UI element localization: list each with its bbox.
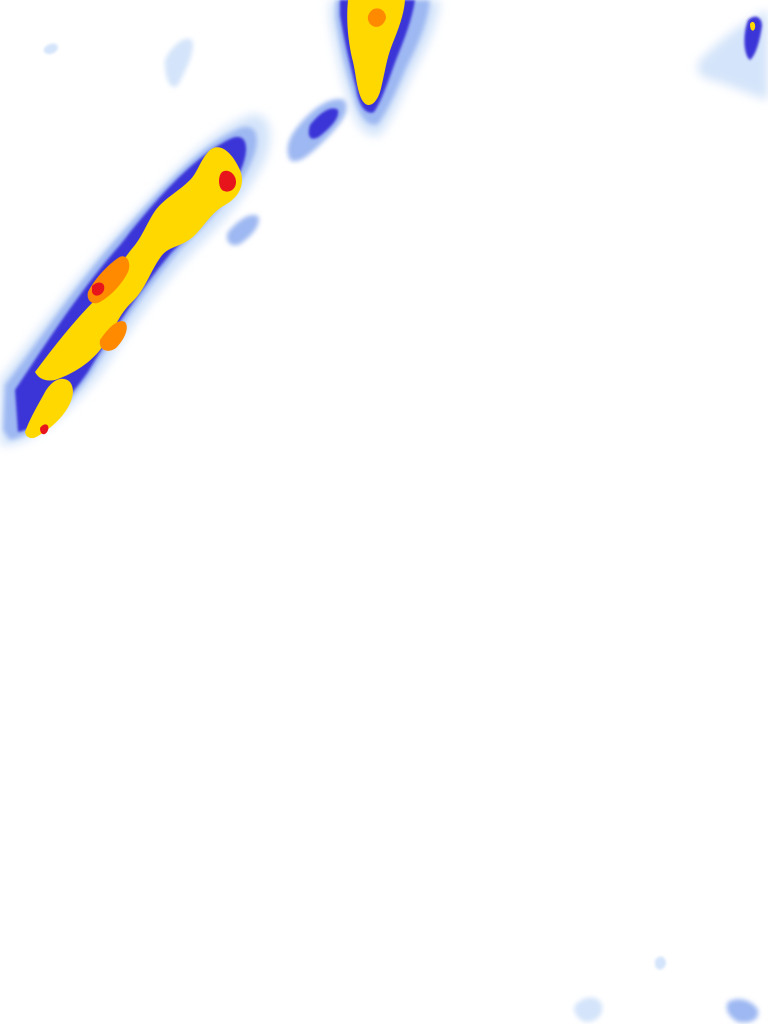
echo-very-heavy (99, 321, 127, 351)
echo-heavy (25, 378, 73, 439)
rain-cells-center (44, 38, 348, 246)
echo-light (726, 999, 759, 1023)
echo-moderate-blue (744, 16, 762, 60)
echo-very-light (164, 38, 193, 88)
echo-heavy (347, 0, 405, 106)
echo-extreme (92, 282, 105, 296)
echo-light (226, 214, 259, 246)
echo-very-light (655, 956, 666, 970)
echo-extreme (40, 424, 49, 435)
rain-cell-northeast (697, 10, 768, 100)
echo-very-light (574, 997, 603, 1022)
rain-cells-southeast (574, 956, 759, 1023)
echo-heavy (35, 147, 243, 381)
echo-moderate-blue (308, 108, 339, 139)
echo-very-heavy (367, 8, 386, 27)
rain-band-southwest (0, 114, 270, 446)
echo-very-light (44, 43, 58, 55)
rain-cluster-north (330, 0, 440, 136)
echo-extreme (219, 170, 236, 192)
echo-heavy (750, 21, 756, 31)
